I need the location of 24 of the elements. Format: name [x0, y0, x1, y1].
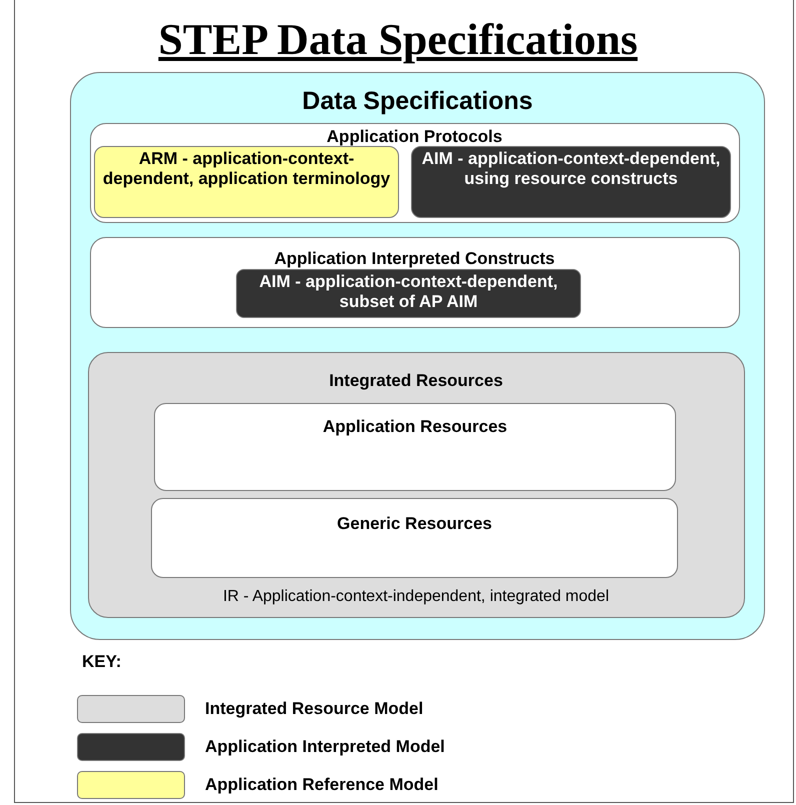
model-box	[94, 146, 399, 218]
box-title: Generic Resources	[336, 514, 493, 534]
resource-box	[151, 498, 678, 578]
box-title: Integrated Resources	[328, 370, 504, 390]
model-box	[411, 146, 731, 218]
section-box	[90, 122, 740, 222]
box-title: AIM - application-context-dependent, subset of AP AIM	[258, 272, 559, 312]
container-box	[70, 72, 765, 640]
section-box	[90, 236, 740, 328]
model-box	[236, 269, 581, 318]
legend-label: Application Reference Model	[205, 775, 438, 795]
diagram-title: STEP Data Specifications	[157, 14, 639, 65]
box-title: AIM - application-context-dependent, using resource constructs	[420, 149, 722, 188]
legend-label: Integrated Resource Model	[205, 699, 424, 719]
box-title: Data Specifications	[301, 87, 534, 116]
box-note: IR - Application-context-independent, integrated model	[222, 588, 610, 606]
resource-box	[154, 403, 676, 491]
legend-label: Application Interpreted Model	[205, 737, 445, 757]
box-title: Application Protocols	[326, 126, 504, 146]
box-title: Application Resources	[322, 417, 508, 437]
section-box	[88, 352, 744, 618]
box-title: ARM - application-context-dependent, application terminology	[102, 149, 392, 188]
box-title: Application Interpreted Constructs	[273, 248, 556, 268]
key-heading: KEY:	[82, 652, 122, 672]
